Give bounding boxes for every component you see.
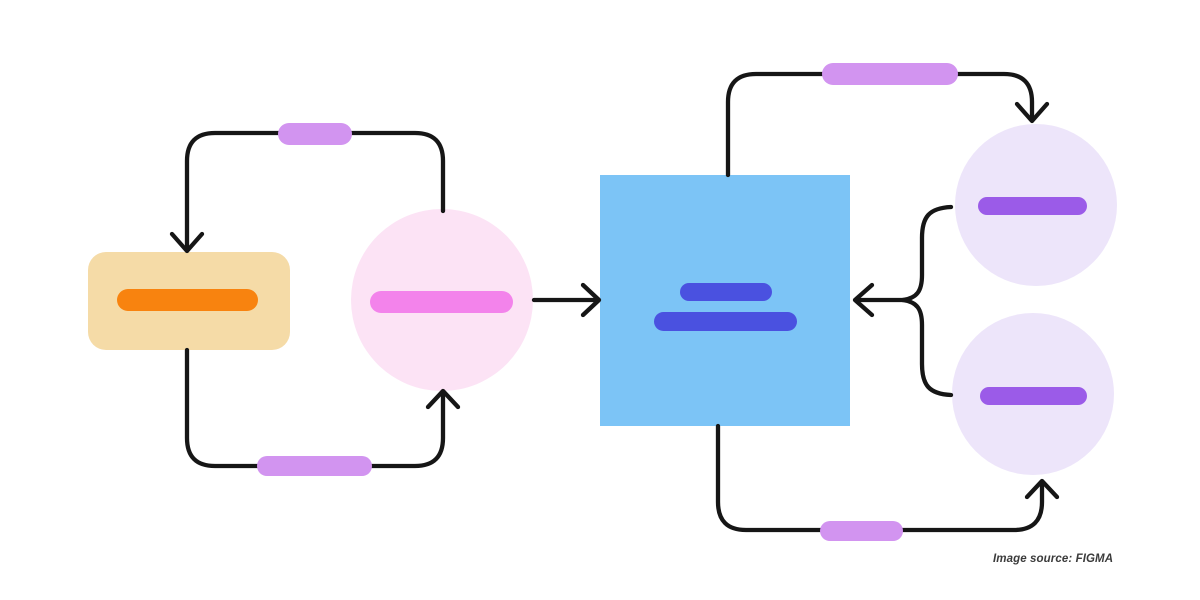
connector-pill-top-right xyxy=(822,63,958,85)
placeholder-bar-purple-bottom xyxy=(980,387,1087,405)
placeholder-bar-indigo-short xyxy=(680,283,772,301)
node-circle-lavender-bottom xyxy=(952,313,1114,475)
brace-arm-bottom xyxy=(900,297,954,398)
arrowhead-down-into-lavender-top xyxy=(1014,101,1050,124)
placeholder-bar-orange xyxy=(117,289,258,311)
node-circle-lavender-top xyxy=(955,124,1117,286)
placeholder-bar-purple-top xyxy=(978,197,1087,215)
image-source-caption: Image source: FIGMA xyxy=(993,553,1114,565)
connector-pill-top-left xyxy=(278,123,352,145)
edge-top-left-loop xyxy=(184,130,446,252)
connector-pill-bottom-left xyxy=(257,456,372,476)
arrowhead-right-into-blue-square xyxy=(580,282,602,318)
edge-top-right-loop xyxy=(725,71,1035,178)
arrowhead-left-into-blue-square xyxy=(852,282,875,318)
arrowhead-up-into-lavender-bottom xyxy=(1024,478,1060,500)
arrowhead-up-into-pink-circle xyxy=(425,388,461,410)
node-square-blue xyxy=(600,175,850,426)
edge-bottom-left-loop xyxy=(184,347,446,469)
connector-pill-bottom-right xyxy=(820,521,903,541)
placeholder-bar-indigo-long xyxy=(654,312,797,331)
brace-arm-top xyxy=(900,204,954,303)
node-rectangle-tan xyxy=(88,252,290,350)
placeholder-bar-pink xyxy=(370,291,513,313)
arrowhead-down-into-tan-rect xyxy=(169,231,205,254)
edge-bottom-right-loop xyxy=(715,423,1045,533)
node-circle-pink xyxy=(351,209,533,391)
